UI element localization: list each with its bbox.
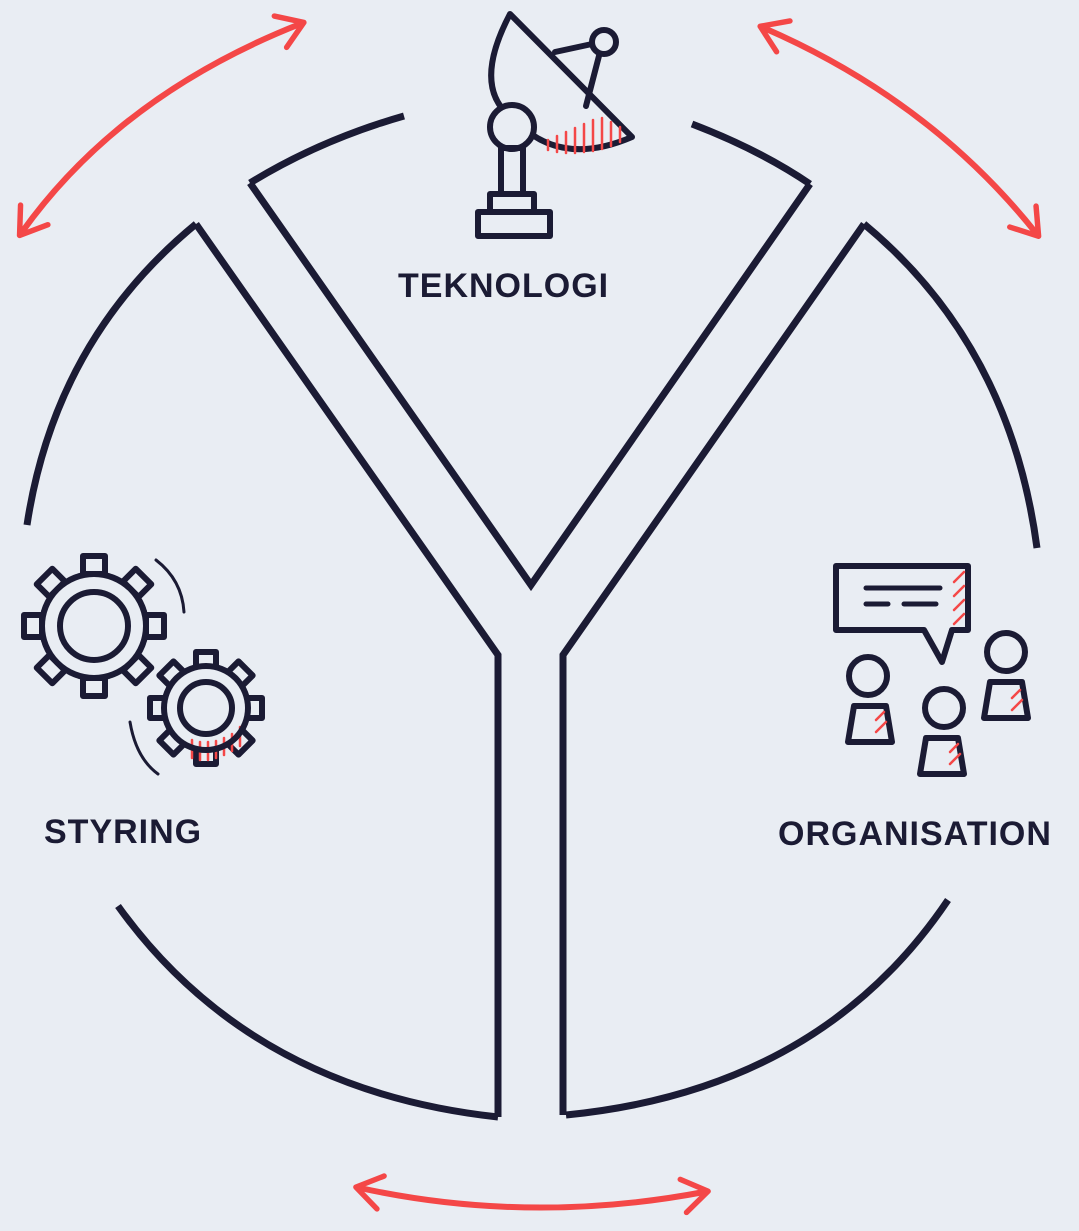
person-right [981, 630, 1031, 721]
styring-label: STYRING [44, 813, 203, 851]
gear-large [21, 553, 167, 699]
motion-line-bottom [128, 720, 160, 776]
arrow-bottom [353, 1173, 711, 1216]
satellite-dish-icon [475, 11, 635, 239]
gear-small [147, 649, 265, 767]
person-center [917, 686, 967, 777]
y-top-notch [247, 180, 813, 592]
gears-icon [21, 553, 265, 776]
arc-bottom-right [565, 898, 951, 1119]
person-left [845, 654, 895, 745]
teknologi-label: TEKNOLOGI [398, 267, 610, 305]
y-right-edge [559, 221, 867, 1115]
arc-top-left [248, 112, 405, 186]
arc-bottom-left [115, 903, 499, 1121]
arc-top-right [690, 120, 812, 187]
y-shape [193, 180, 867, 1117]
organisation-label: ORGANISATION [778, 815, 1052, 853]
arrow-teknologi-right [757, 18, 1042, 240]
motion-line-top [154, 558, 186, 614]
y-left-edge [193, 221, 502, 1117]
arc-left [23, 221, 199, 526]
arc-right [861, 221, 1041, 549]
people-discussion-icon [833, 563, 1031, 777]
cycle-arrows [16, 13, 1042, 1216]
arrow-left-teknologi [16, 13, 307, 239]
circle-arcs [23, 112, 1041, 1121]
speech-bubble [833, 563, 971, 665]
